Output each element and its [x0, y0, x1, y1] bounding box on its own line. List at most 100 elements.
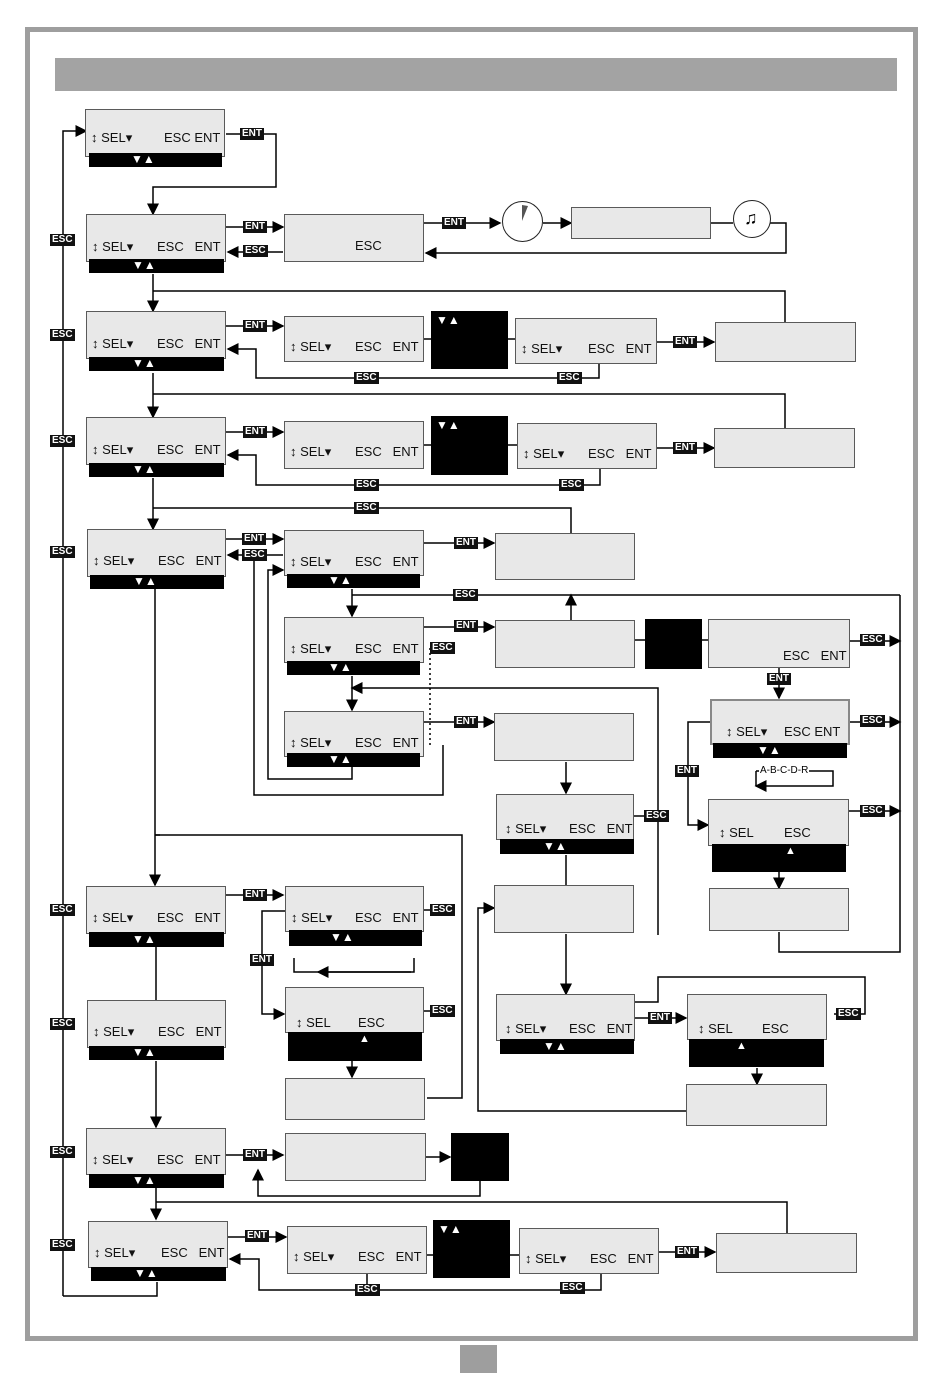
esc-label: ESC — [860, 805, 885, 817]
display-bar: ▲ — [288, 1032, 422, 1061]
updown-arrows-icon: ↕ — [92, 442, 99, 457]
menu-screen: ↕ SEL▾ ESC ENT — [86, 214, 226, 262]
esc-label: ESC — [50, 1018, 75, 1030]
ent-label: ENT — [243, 221, 267, 233]
sel-marker-icon: ▾ — [555, 341, 563, 356]
esc-label: ESC — [50, 435, 75, 447]
screen — [686, 1084, 827, 1126]
screen — [714, 428, 855, 468]
header-bar — [55, 58, 897, 91]
ent-label: ENT — [243, 889, 267, 901]
updown-arrows-icon: ↕ — [291, 910, 298, 925]
triangles-icon: ▼▲ — [436, 418, 460, 432]
ent-label: ENT — [243, 1149, 267, 1161]
esc-label: ESC — [50, 329, 75, 341]
triangles-icon: ▼▲ — [132, 462, 156, 476]
ent-label: ENT — [243, 320, 267, 332]
esc-label: ESC — [430, 642, 455, 654]
sel-marker-icon: ▾ — [324, 444, 332, 459]
screen: ESC — [284, 214, 424, 262]
ent-label: ENT — [240, 128, 264, 140]
updown-arrows-icon: ↕ — [719, 825, 726, 840]
ent-label: ENT — [243, 426, 267, 438]
display-bar: ▼▲ — [89, 258, 224, 273]
screen — [285, 1078, 425, 1120]
timer-icon — [502, 201, 543, 242]
triangles-icon: ▼▲ — [328, 573, 352, 587]
updown-arrows-icon: ↕ — [505, 1021, 512, 1036]
sel-marker-icon: ▾ — [325, 910, 333, 925]
ent-label: ENT — [242, 533, 266, 545]
esc-label: ESC — [50, 904, 75, 916]
esc-label: ESC — [430, 1005, 455, 1017]
menu-screen: ↕ SEL▾ ESC ENT — [87, 1000, 226, 1048]
updown-arrows-icon: ↕ — [521, 341, 528, 356]
esc-label: ESC — [557, 372, 582, 384]
screen — [495, 620, 635, 668]
updown-arrows-icon: ↕ — [91, 130, 98, 145]
page-frame — [25, 27, 918, 1341]
menu-screen: ↕ SEL▾ ESC ENT — [284, 530, 424, 576]
display-bar: ▼▲ — [289, 930, 422, 946]
sel-marker-icon: ▾ — [559, 1251, 567, 1266]
menu-screen: ↕ SEL▾ ESC ENT — [287, 1226, 427, 1274]
updown-arrows-icon: ↕ — [290, 735, 297, 750]
esc-label: ESC — [860, 634, 885, 646]
updown-arrows-icon: ↕ — [290, 339, 297, 354]
esc-label: ESC — [50, 1239, 75, 1251]
menu-screen: ↕ SEL▾ ESC ENT — [285, 886, 424, 932]
triangles-icon: ▼▲ — [436, 313, 460, 327]
menu-screen: ↕ SEL▾ ESC ENT — [496, 794, 634, 840]
sel-marker-icon: ▾ — [125, 130, 133, 145]
ent-label: ENT — [454, 620, 478, 632]
updown-arrows-icon: ↕ — [92, 910, 99, 925]
sel-marker-icon: ▾ — [324, 339, 332, 354]
ent-label: ENT — [245, 1230, 269, 1242]
esc-label: ESC — [836, 1008, 861, 1020]
updown-arrows-icon: ↕ — [93, 553, 100, 568]
updown-arrows-icon: ↕ — [290, 641, 297, 656]
sel-marker-icon: ▾ — [126, 442, 134, 457]
screen — [716, 1233, 857, 1273]
updown-arrows-icon: ↕ — [290, 444, 297, 459]
updown-arrows-icon: ↕ — [505, 821, 512, 836]
menu-screen: ↕ SEL▾ ESC ENT — [284, 711, 424, 757]
triangles-icon: ▼▲ — [132, 1045, 156, 1059]
display-block: ▼▲ — [431, 416, 508, 475]
menu-screen: ↕ SEL▾ ESC ENT — [710, 699, 850, 745]
triangles-icon: ▼▲ — [543, 839, 567, 853]
screen — [285, 1133, 426, 1181]
triangles-icon: ▼▲ — [328, 752, 352, 766]
menu-screen: ↕ SEL▾ ESC ENT — [85, 109, 225, 157]
ent-label: ENT — [442, 217, 466, 229]
ent-label: ENT — [767, 673, 791, 685]
sel-marker-icon: ▾ — [760, 724, 768, 739]
menu-screen: ↕ SEL▾ ESC ENT — [86, 417, 226, 465]
display-bar: ▼▲ — [287, 752, 420, 767]
menu-screen: ↕ SEL▾ ESC ENT — [88, 1221, 228, 1268]
updown-arrows-icon: ↕ — [290, 554, 297, 569]
ent-label: ENT — [250, 954, 274, 966]
display-bar: ▼▲ — [713, 743, 847, 758]
esc-label: ESC — [50, 546, 75, 558]
menu-screen: ↕ SEL▾ ESC ENT — [519, 1228, 659, 1274]
screen: ESC ENT — [708, 619, 850, 668]
sel-marker-icon: ▾ — [128, 1245, 136, 1260]
ent-label: ENT — [454, 537, 478, 549]
display-block: ▼▲ — [431, 311, 508, 369]
screen — [715, 322, 856, 362]
sel-marker-icon: ▾ — [324, 554, 332, 569]
display-bar: ▼▲ — [89, 152, 222, 167]
updown-arrows-icon: ↕ — [523, 446, 530, 461]
screen — [709, 888, 849, 931]
display-block: ▼▲ — [433, 1220, 510, 1278]
sel-marker-icon: ▾ — [557, 446, 565, 461]
menu-screen: ↕ SEL▾ ESC ENT — [284, 316, 424, 362]
sel-marker-icon: ▾ — [126, 336, 134, 351]
triangles-icon: ▼▲ — [330, 930, 354, 944]
display-bar: ▼▲ — [89, 932, 224, 947]
triangles-icon: ▼▲ — [134, 1266, 158, 1280]
display-bar: ▼▲ — [500, 1039, 634, 1054]
esc-label: ESC — [242, 549, 267, 561]
menu-screen: ↕ SEL▾ ESC ENT — [284, 617, 424, 663]
